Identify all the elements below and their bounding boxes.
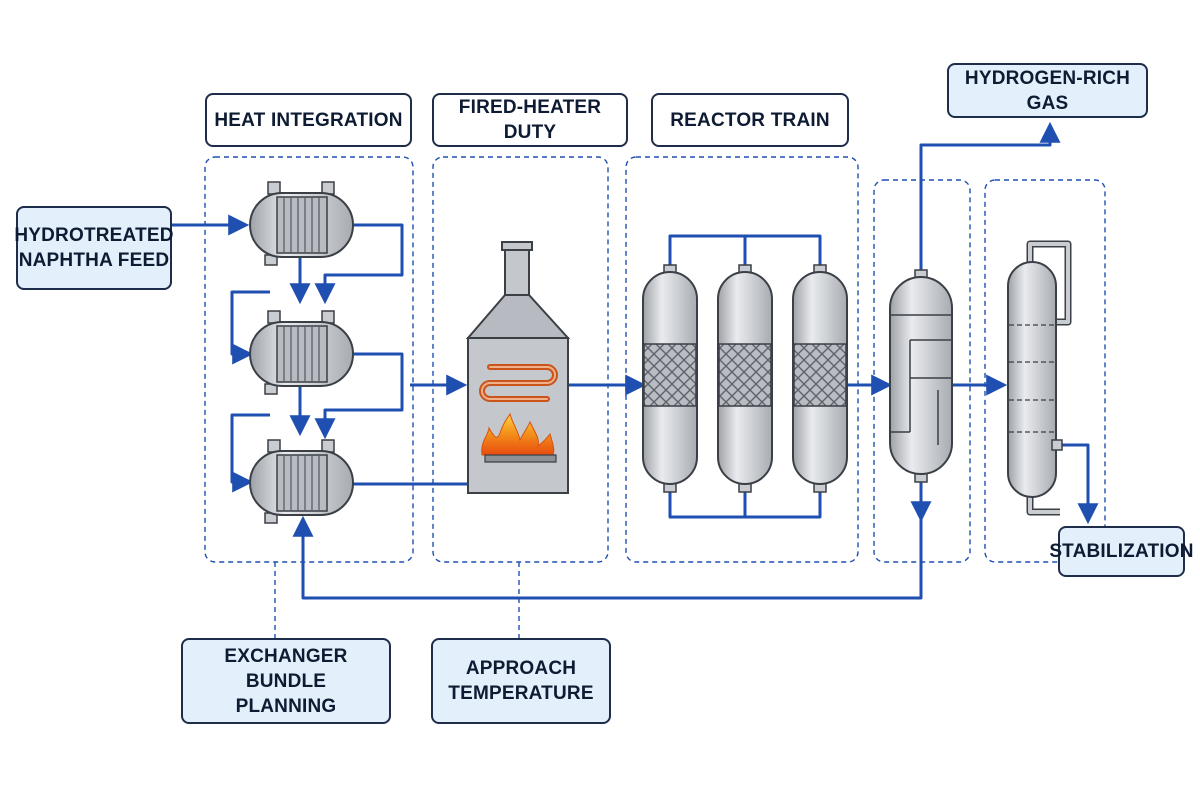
- hydrogen-gas-label: HYDROGEN-RICH GAS: [947, 63, 1148, 118]
- hydrogen-gas-text: HYDROGEN-RICH GAS: [964, 67, 1131, 114]
- flame-icon: [481, 412, 555, 456]
- heat-exchanger-2: [249, 310, 354, 395]
- annotation-leaders: [274, 562, 520, 638]
- feed-stream-label: HYDROTREATED NAPHTHA FEED: [14, 206, 174, 290]
- fired-heater-zone: [432, 156, 609, 563]
- heat-integration-zone: [204, 156, 414, 563]
- reactor-2: [717, 264, 773, 493]
- feed-line-2: NAPHTHA FEED: [18, 250, 170, 271]
- fired-heater: [465, 241, 571, 494]
- stabilization-label: STABILIZATION: [1049, 526, 1194, 577]
- stabilizer-zone: [984, 179, 1106, 563]
- reactor-train-label: REACTOR TRAIN: [651, 93, 849, 147]
- heat-exchanger-1: [249, 181, 354, 266]
- fired-heater-duty-label: FIRED-HEATER DUTY: [432, 93, 628, 147]
- approach-line-2: TEMPERATURE: [448, 683, 594, 704]
- heat-integration-label: HEAT INTEGRATION: [205, 93, 412, 147]
- exchanger-bundle-planning-label: EXCHANGER BUNDLE PLANNING: [181, 638, 391, 724]
- heat-exchanger-3: [249, 439, 354, 524]
- approach-temperature-label: APPROACH TEMPERATURE: [431, 638, 611, 724]
- feed-line-1: HYDROTREATED: [14, 225, 174, 246]
- exchanger-line-2: PLANNING: [235, 695, 337, 717]
- reactor-train-text: REACTOR TRAIN: [670, 109, 830, 131]
- stabilizer-column: [1007, 240, 1072, 516]
- reactor-1: [642, 264, 698, 493]
- approach-line-1: APPROACH: [465, 658, 577, 679]
- exchanger-line-1: EXCHANGER BUNDLE: [224, 645, 348, 692]
- stabilization-text: STABILIZATION: [1049, 541, 1194, 562]
- heat-integration-text: HEAT INTEGRATION: [214, 109, 403, 131]
- reactor-train-zone: [625, 156, 859, 563]
- separator-vessel: [889, 269, 953, 483]
- reactor-3: [792, 264, 848, 493]
- fired-heater-duty-text: FIRED-HEATER DUTY: [458, 97, 602, 143]
